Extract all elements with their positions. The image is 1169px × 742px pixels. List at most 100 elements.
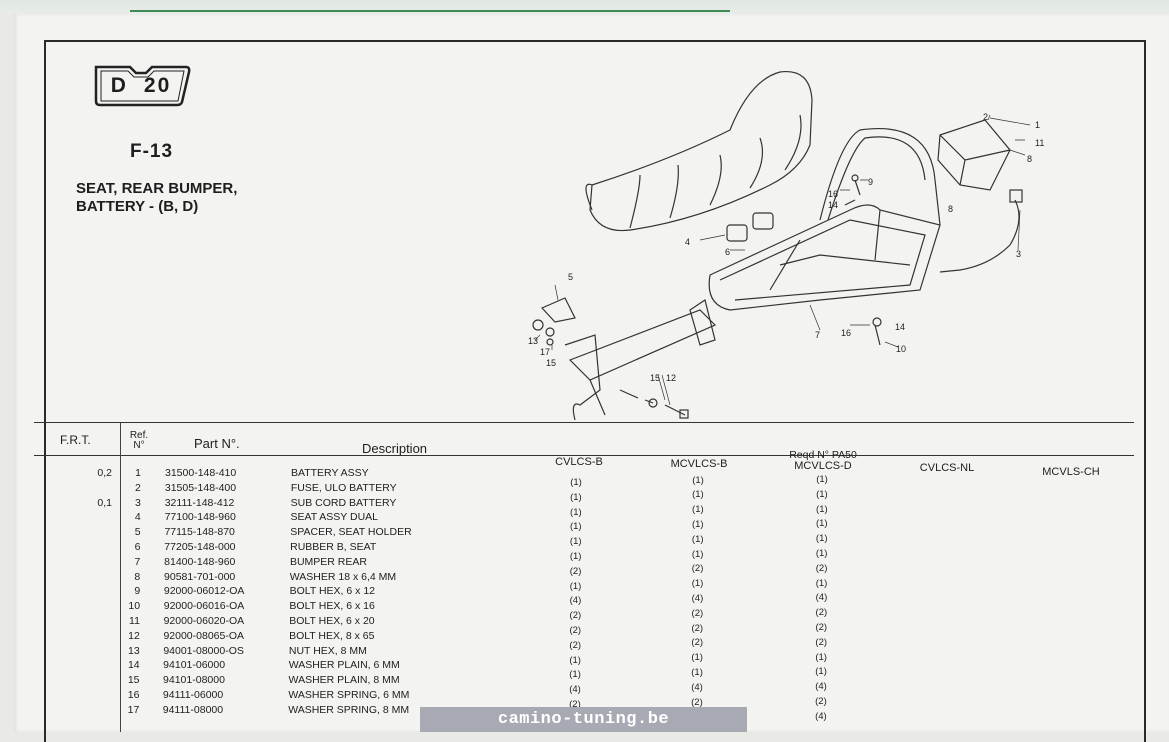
header-ref-line1: Ref. <box>129 430 149 441</box>
frt-column-divider <box>120 423 121 732</box>
row-description: WASHER PLAIN, 6 MM <box>288 659 400 672</box>
row-description: WASHER SPRING, 8 MM <box>288 703 410 716</box>
row-description: FUSE, ULO BATTERY <box>290 481 397 494</box>
row-quantity: (4) <box>569 595 582 607</box>
row-quantity: (1) <box>816 474 828 485</box>
row-description: SEAT ASSY DUAL <box>290 511 379 524</box>
row-quantity: (2) <box>569 565 582 577</box>
row-quantity: (1) <box>815 651 827 663</box>
callout-16b: 16 <box>828 189 838 199</box>
callout-7: 7 <box>815 330 820 340</box>
rear-bumper-drawing <box>708 204 941 311</box>
row-quantity: (1) <box>570 506 582 518</box>
row-ref-number: 2 <box>135 481 141 494</box>
row-quantity: (2) <box>815 636 828 648</box>
row-part-number: 81400-148-960 <box>164 555 236 568</box>
row-quantity: (1) <box>692 489 704 501</box>
row-part-number: 94111-08000 <box>162 703 224 716</box>
sub-cord-drawing <box>939 199 1020 273</box>
row-ref-number: 11 <box>129 615 140 627</box>
callout-12: 12 <box>666 373 676 383</box>
row-quantity: (2) <box>691 622 704 634</box>
row-quantity: (2) <box>569 699 581 710</box>
callout-9: 9 <box>868 177 873 187</box>
row-part-number: 77115-148-870 <box>164 526 235 539</box>
row-quantity: (1) <box>570 477 582 488</box>
row-part-number: 31500-148-410 <box>165 467 237 479</box>
row-quantity: (1) <box>816 503 828 515</box>
header-ref: Ref. N° <box>128 431 150 451</box>
callout-14b: 14 <box>828 200 838 210</box>
row-part-number: 94111-06000 <box>162 689 224 701</box>
row-quantity: (2) <box>569 639 582 651</box>
table-header-rule <box>34 455 1134 456</box>
section-badge-number: 20 <box>143 74 172 97</box>
row-frt: 0,2 <box>97 467 112 479</box>
callout-3: 3 <box>1016 249 1021 259</box>
row-ref-number: 7 <box>134 555 141 568</box>
row-quantity: (2) <box>569 625 582 636</box>
frame-tube-drawing <box>568 309 717 381</box>
exploded-parts-diagram: 1 2 3 4 5 6 7 8 8 9 10 11 12 13 14 14 15… <box>528 70 1044 421</box>
header-frt: F.R.T. <box>60 433 91 447</box>
header-model-mcvls-ch: MCVLS-CH <box>1042 466 1100 478</box>
callout-8: 8 <box>1027 154 1032 164</box>
callout-1: 1 <box>1035 120 1040 130</box>
seat-rubber-drawing <box>726 224 748 242</box>
header-reqd: Reqd N° PA50 <box>789 449 857 461</box>
row-part-number: 77100-148-960 <box>164 511 236 524</box>
row-description: SUB CORD BATTERY <box>290 496 397 509</box>
row-quantity: (4) <box>815 681 827 693</box>
figure-title: SEAT, REAR BUMPER, BATTERY - (B, D) <box>76 180 316 216</box>
row-ref-number: 5 <box>134 526 141 539</box>
row-quantity: (2) <box>815 622 828 633</box>
seat-drawing <box>589 70 813 232</box>
row-quantity: (1) <box>816 488 828 500</box>
row-description: BOLT HEX, 8 x 65 <box>289 629 375 642</box>
row-quantity: (1) <box>691 533 704 545</box>
row-quantity: (2) <box>815 607 828 619</box>
callout-15: 15 <box>650 373 660 383</box>
callout-10: 10 <box>896 344 906 354</box>
catalog-page <box>14 14 1169 732</box>
row-quantity: (2) <box>691 637 704 649</box>
row-quantity: (2) <box>569 610 582 622</box>
callout-8b: 8 <box>948 204 953 214</box>
row-ref-number: 8 <box>134 570 141 583</box>
header-part-number: Part N°. <box>194 436 240 451</box>
section-badge-outline <box>94 65 191 107</box>
row-quantity: (2) <box>691 607 704 619</box>
row-ref-number: 4 <box>134 511 141 524</box>
row-description: BOLT HEX, 6 x 20 <box>289 615 375 627</box>
row-description: WASHER SPRING, 6 MM <box>288 689 410 701</box>
row-description: WASHER PLAIN, 8 MM <box>288 674 400 687</box>
row-quantity: (4) <box>569 684 581 696</box>
callout-17: 17 <box>540 347 550 357</box>
row-quantity: (1) <box>569 669 581 681</box>
row-quantity: (1) <box>569 654 581 666</box>
row-ref-number: 9 <box>134 585 141 598</box>
row-ref-number: 6 <box>134 541 141 553</box>
row-part-number: 94001-08000-OS <box>163 644 244 657</box>
figure-title-line1: SEAT, REAR BUMPER, <box>76 180 238 197</box>
row-ref-number: 17 <box>127 703 140 716</box>
row-quantity: (1) <box>815 518 828 530</box>
table-top-rule <box>34 422 1134 423</box>
header-model-mcvlcs-d: MCVLCS-D <box>794 460 852 472</box>
row-part-number: 31505-148-400 <box>164 481 237 494</box>
header-model-cvlcs-b: CVLCS-B <box>555 456 603 468</box>
row-ref-number: 14 <box>127 659 140 672</box>
row-frt: 0,1 <box>97 496 112 509</box>
row-ref-number: 16 <box>127 689 140 701</box>
figure-code: F-13 <box>130 141 174 162</box>
callout-4: 4 <box>685 237 690 247</box>
row-ref-number: 3 <box>134 496 141 509</box>
row-ref-number: 10 <box>128 600 141 613</box>
row-quantity: (1) <box>569 551 582 562</box>
section-badge: D 20 <box>90 64 192 108</box>
row-quantity: (2) <box>815 696 827 707</box>
figure-title-line2: BATTERY - (B, D) <box>76 198 199 215</box>
page-frame <box>44 40 1146 742</box>
row-description: BATTERY ASSY <box>291 467 369 479</box>
row-part-number: 32111-148-412 <box>164 496 235 509</box>
